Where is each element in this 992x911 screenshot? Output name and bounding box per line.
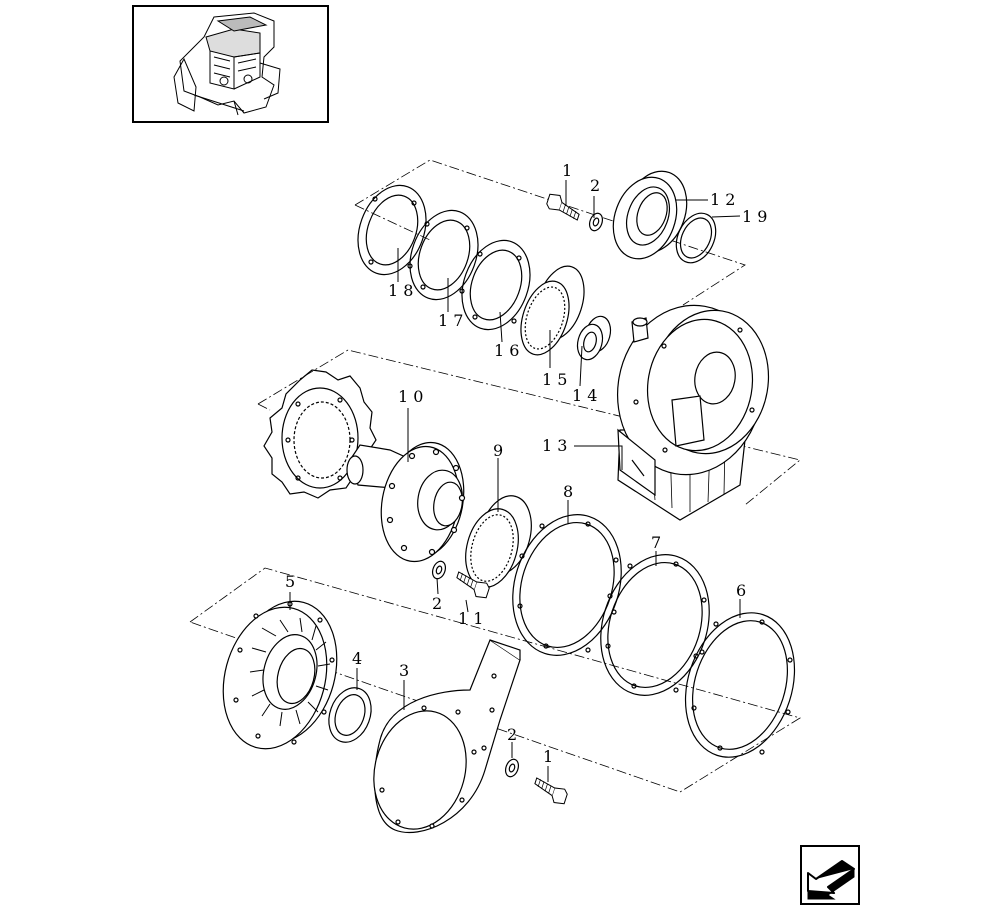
upper-group-outline <box>354 159 746 306</box>
callout-16: 1 6 <box>494 341 519 360</box>
bolt-1-bottom <box>530 777 570 807</box>
callout-4: 4 <box>352 649 362 668</box>
callout-10: 1 0 <box>398 387 423 406</box>
shaft-flange-10 <box>346 441 466 563</box>
callout-13: 1 3 <box>542 436 567 455</box>
callout-2-bottom: 2 <box>507 725 517 744</box>
gasket-6 <box>684 612 796 758</box>
callout-1-top: 1 <box>562 161 572 180</box>
hub-5 <box>222 600 338 750</box>
leader-lines <box>289 180 741 782</box>
callout-5: 5 <box>285 572 295 591</box>
seal-ring-4 <box>328 687 372 743</box>
callout-2-top: 2 <box>590 176 600 195</box>
previous-page-button[interactable] <box>800 845 860 905</box>
machine-thumbnail <box>132 5 329 123</box>
washer-2-mid <box>431 560 447 580</box>
middle-group-outline <box>257 349 801 506</box>
washer-2-top <box>588 212 604 232</box>
sprocket <box>263 369 377 499</box>
shim-18 <box>357 184 427 276</box>
callout-11: 1 1 <box>458 609 483 628</box>
callout-1-bottom: 1 <box>543 747 553 766</box>
callout-12: 1 2 <box>710 190 735 209</box>
housing-13 <box>616 304 770 521</box>
callout-6: 6 <box>736 581 746 600</box>
bolt-1-top <box>544 191 584 221</box>
callout-19: 1 9 <box>742 207 767 226</box>
callout-15: 1 5 <box>542 370 567 389</box>
lower-group-outline <box>189 567 801 793</box>
machine-overview-icon <box>173 12 281 116</box>
callout-3: 3 <box>399 661 409 680</box>
callout-7: 7 <box>651 533 661 552</box>
washer-2-bottom <box>504 758 520 778</box>
callout-2-mid: 2 <box>432 594 442 613</box>
callout-9: 9 <box>493 441 503 460</box>
oring-19 <box>675 212 717 264</box>
bearing-15 <box>520 265 585 356</box>
cover-12 <box>612 170 688 260</box>
bearing-9 <box>465 495 532 588</box>
callout-18: 1 8 <box>388 281 413 300</box>
previous-page-arrow-icon <box>807 860 855 900</box>
callout-17: 1 7 <box>438 311 463 330</box>
callout-8: 8 <box>563 482 573 501</box>
seal-14 <box>576 315 612 361</box>
guard-plate-3 <box>373 639 521 834</box>
callout-14: 1 4 <box>572 386 597 405</box>
shim-16 <box>461 239 531 331</box>
